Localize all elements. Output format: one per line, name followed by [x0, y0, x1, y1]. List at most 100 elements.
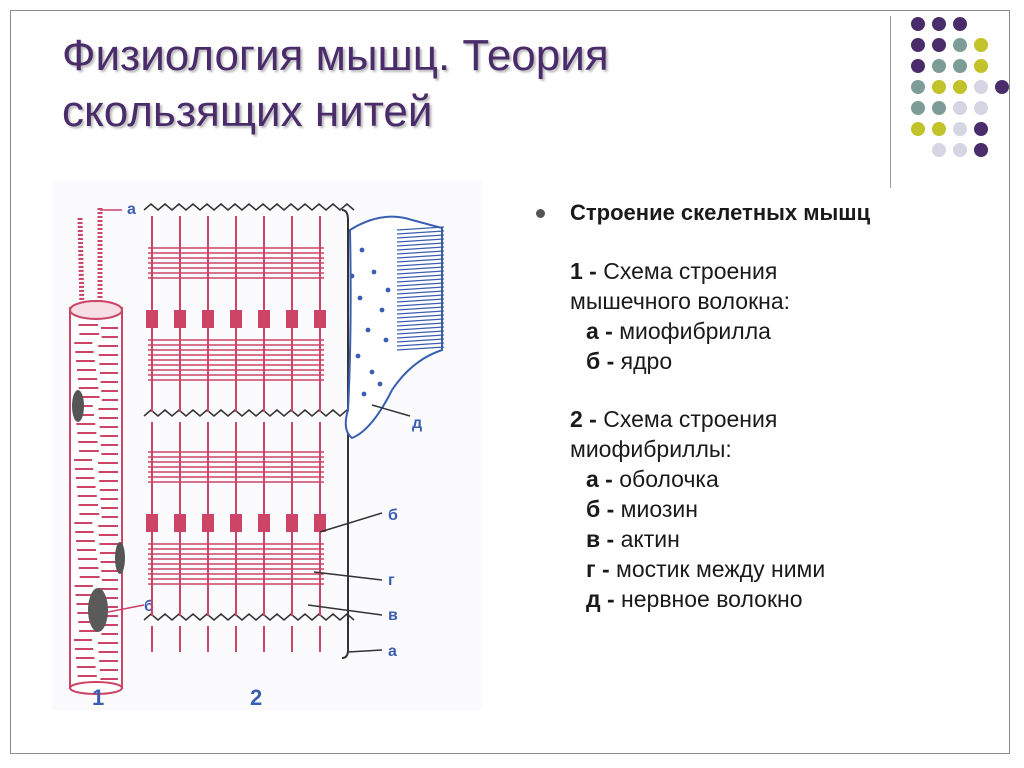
section-2-line-1: 2 - Схема строения [570, 404, 1000, 434]
section-2: 2 - Схема строения миофибриллы: а - обол… [530, 404, 1000, 614]
nerve-fibril [396, 318, 445, 323]
nerve-fibril [396, 278, 445, 283]
decor-dot [932, 122, 946, 136]
section-2-line-2: миофибриллы: [570, 436, 732, 462]
vesicle-dot [355, 353, 361, 359]
nerve-fibril [396, 270, 445, 275]
bullet-icon [536, 209, 545, 218]
vesicle-dot [361, 391, 367, 397]
myosin-head [230, 310, 242, 328]
vesicle-dot [365, 327, 371, 333]
vesicle-dot [359, 247, 365, 253]
nerve-fibril [396, 274, 445, 279]
z-line [143, 203, 355, 211]
nerve-fibrils [396, 226, 445, 351]
section-2-item-text: мостик между ними [616, 556, 826, 582]
nerve-fibril [396, 250, 445, 255]
section-2-item-key: а - [586, 466, 613, 492]
section-1-line-1: 1 - Схема строения [570, 256, 1000, 286]
decor-dot [953, 59, 967, 73]
nerve-fibril [396, 294, 445, 299]
label-d-leader [371, 404, 411, 417]
nucleus-3 [88, 588, 108, 632]
vesicle-dot [371, 269, 377, 275]
label-g-leader [313, 571, 383, 581]
section-2-item-key: б - [586, 496, 615, 522]
nerve-fibril [396, 266, 445, 271]
section-2-item: а - оболочка [570, 464, 1000, 494]
nerve-fibril [396, 246, 445, 251]
vesicle-dot [357, 295, 363, 301]
decor-dot [911, 122, 925, 136]
nerve-fibril [396, 346, 445, 351]
decor-dot [953, 122, 967, 136]
nerve-fibril [396, 258, 445, 263]
nerve-fibril [396, 298, 445, 303]
decor-dot [953, 38, 967, 52]
myosin-head [258, 514, 270, 532]
nerve-fibril [396, 338, 445, 343]
nerve-fibril [396, 262, 445, 267]
decor-dot [911, 17, 925, 31]
title-divider-line [890, 16, 891, 188]
decor-dot [911, 38, 925, 52]
myosin-head [174, 310, 186, 328]
section-2-title: Схема строения [603, 406, 778, 432]
decor-dot [974, 38, 988, 52]
nerve-fibril [396, 302, 445, 307]
section-1-item-text: миофибрилла [619, 318, 771, 344]
title-line-1: Физиология мышц. Теория [62, 31, 609, 80]
section-1: 1 - Схема строения мышечного волокна: а … [530, 256, 1000, 376]
nerve-fibril [396, 290, 445, 295]
vesicle-dot [377, 381, 383, 387]
section-2-item: г - мостик между ними [570, 554, 1000, 584]
nerve-fibril [396, 226, 445, 231]
nerve-ending-body [344, 215, 443, 440]
decor-dot [932, 38, 946, 52]
nerve-fibril [396, 314, 445, 319]
decor-dot [932, 17, 946, 31]
decor-dot [932, 101, 946, 115]
section-2-item-key: в - [586, 526, 615, 552]
section-2-item-text: актин [620, 526, 680, 552]
nucleus-1 [72, 390, 84, 422]
myofibril-schema [143, 203, 355, 652]
section-1-item-key: а - [586, 318, 613, 344]
fig-label-b-left: б [144, 598, 154, 615]
myosin-head [146, 310, 158, 328]
section-1-item-text: ядро [620, 348, 673, 374]
section-2-item-text: оболочка [619, 466, 719, 492]
decor-dot [911, 59, 925, 73]
fig-label-v: в [388, 607, 398, 624]
vesicle-dot [385, 287, 391, 293]
section-1-title: Схема строения [603, 258, 778, 284]
fig-label-1: 1 [92, 685, 104, 710]
section-2-item-text: миозин [620, 496, 698, 522]
myosin-head [146, 514, 158, 532]
nerve-fibril [396, 334, 445, 339]
myosin-head [314, 310, 326, 328]
decor-dot [974, 101, 988, 115]
content-text: Строение скелетных мышц 1 - Схема строен… [530, 198, 1000, 614]
decor-dot [911, 80, 925, 94]
section-2-item-key: г - [586, 556, 610, 582]
nerve-fibril [396, 254, 445, 259]
decor-dot [953, 143, 967, 157]
slide-title: Физиология мышц. Теория скользящих нитей [62, 28, 862, 140]
section-2-item-key: д - [586, 586, 615, 612]
myosin-head [314, 514, 326, 532]
section-2-item: д - нервное волокно [570, 584, 1000, 614]
decor-dot [995, 80, 1009, 94]
decor-dot [932, 80, 946, 94]
decor-dot [974, 122, 988, 136]
myosin-head [202, 514, 214, 532]
section-1-line-2: мышечного волокна: [570, 288, 791, 314]
section-1-item-key: б - [586, 348, 615, 374]
decor-dot [953, 17, 967, 31]
nerve-fiber: д [344, 215, 445, 440]
title-line-2: скользящих нитей [62, 87, 433, 136]
decor-dot [932, 143, 946, 157]
nerve-fibril [396, 238, 445, 243]
nerve-fibril [396, 342, 445, 347]
myosin-head [174, 514, 186, 532]
